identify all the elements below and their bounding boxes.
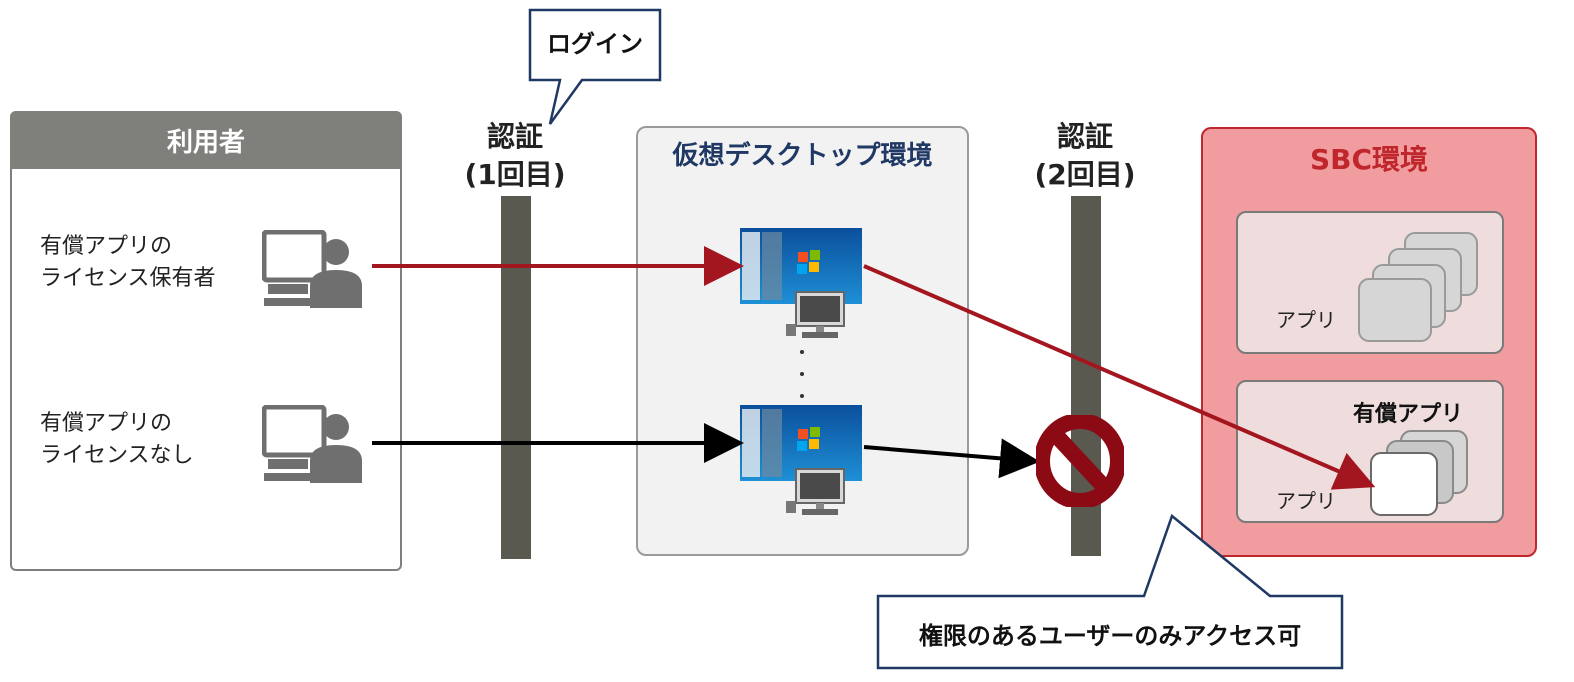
sbc-environment-title: SBC環境 [1309, 143, 1429, 176]
windows-desktop-icon [740, 228, 862, 338]
unlicensed-arrow-blocked [863, 438, 1040, 479]
login-callout-bubble [528, 8, 662, 125]
prohibited-icon [1036, 415, 1124, 507]
user-computer-icon [262, 230, 362, 308]
general-apps-label: アプリ [1276, 308, 1336, 332]
auth-second-label: 認証 (2回目) [1034, 120, 1136, 191]
unlicensed-user-label: 有償アプリの ライセンスなし [40, 411, 194, 468]
app-stack-icon [1358, 232, 1478, 342]
paid-apps-label: アプリ [1276, 489, 1336, 513]
ellipsis-dot [800, 372, 804, 376]
users-panel [10, 111, 402, 571]
windows-desktop-icon [740, 405, 862, 515]
ellipsis-dot [800, 394, 804, 398]
paid-apps-title: 有償アプリ [1353, 402, 1464, 427]
ellipsis-dot [800, 350, 804, 354]
virtual-desktop-title: 仮想デスクトップ環境 [672, 141, 933, 171]
users-panel-title: 利用者 [10, 111, 402, 169]
login-callout-text: ログイン [547, 30, 643, 58]
access-callout-bubble [876, 513, 1344, 670]
user-computer-icon [262, 405, 362, 483]
auth-first-bar [501, 196, 531, 559]
paid-app-stack-icon [1370, 430, 1468, 516]
licensed-arrow-to-paid-app [863, 264, 1376, 490]
auth-first-label: 認証 (1回目) [464, 120, 566, 191]
licensed-user-label: 有償アプリの ライセンス保有者 [40, 234, 216, 291]
access-callout-text: 権限のあるユーザーのみアクセス可 [918, 622, 1302, 650]
